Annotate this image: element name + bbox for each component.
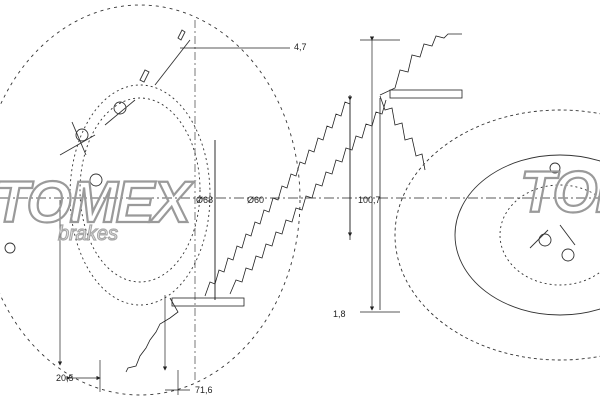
right-disc-inner-rim <box>454 154 600 316</box>
watermark-sub-left: brakes <box>58 223 118 245</box>
left-disc-hub-ring <box>79 97 201 283</box>
label-inner-height: 100,7 <box>358 195 381 205</box>
right-bolt-hole-3 <box>549 162 561 174</box>
label-hub-diameter: Ø60 <box>247 195 264 205</box>
right-disc-outer-rim <box>394 109 600 361</box>
right-disc-hub <box>499 184 600 286</box>
label-rim-thickness: 1,8 <box>333 309 346 319</box>
left-disc-front-view <box>0 4 301 396</box>
right-leader-2 <box>559 224 576 246</box>
hub-flange-top <box>389 89 463 99</box>
label-width-small: 20,5 <box>56 373 74 383</box>
inner-vane-profile-bottom <box>125 297 179 373</box>
bolt-hole-left <box>75 128 89 142</box>
right-disc-rear-view <box>394 109 600 361</box>
left-disc-inner-rim <box>69 84 211 306</box>
outer-vane-profile-mid <box>379 95 426 171</box>
bolt-hole-bottom <box>89 173 103 187</box>
rear-face-zigzag <box>204 101 351 297</box>
bolt-hole-lower <box>4 242 16 254</box>
left-leader-1 <box>154 39 191 86</box>
label-overall-width: 71,6 <box>195 385 213 395</box>
right-bolt-hole-1 <box>561 248 575 262</box>
right-leader-1 <box>529 229 549 249</box>
label-outer-offset: 4,7 <box>294 42 307 52</box>
watermark: TOMEX brakes TOMEX <box>0 159 600 246</box>
left-disc-outer-rim <box>0 4 301 396</box>
hub-flange-bottom <box>171 297 245 307</box>
dimension-labels: 4,7 Ø68 Ø60 100,7 1,8 20,5 71,6 <box>56 42 381 395</box>
label-bore-diameter: Ø68 <box>196 195 213 205</box>
friction-face-zigzag <box>229 99 387 295</box>
watermark-brand-right: TOMEX <box>520 160 600 225</box>
left-leader-4 <box>71 121 87 156</box>
right-bolt-hole-2 <box>538 233 552 247</box>
dimension-lines <box>57 36 400 395</box>
watermark-brand-left: TOMEX <box>0 170 194 235</box>
left-leader-3 <box>59 134 96 156</box>
outer-vane-profile-top <box>379 33 462 96</box>
vent-slot-b <box>177 29 186 41</box>
vent-slot-a <box>139 69 150 83</box>
left-leader-2 <box>104 99 136 126</box>
